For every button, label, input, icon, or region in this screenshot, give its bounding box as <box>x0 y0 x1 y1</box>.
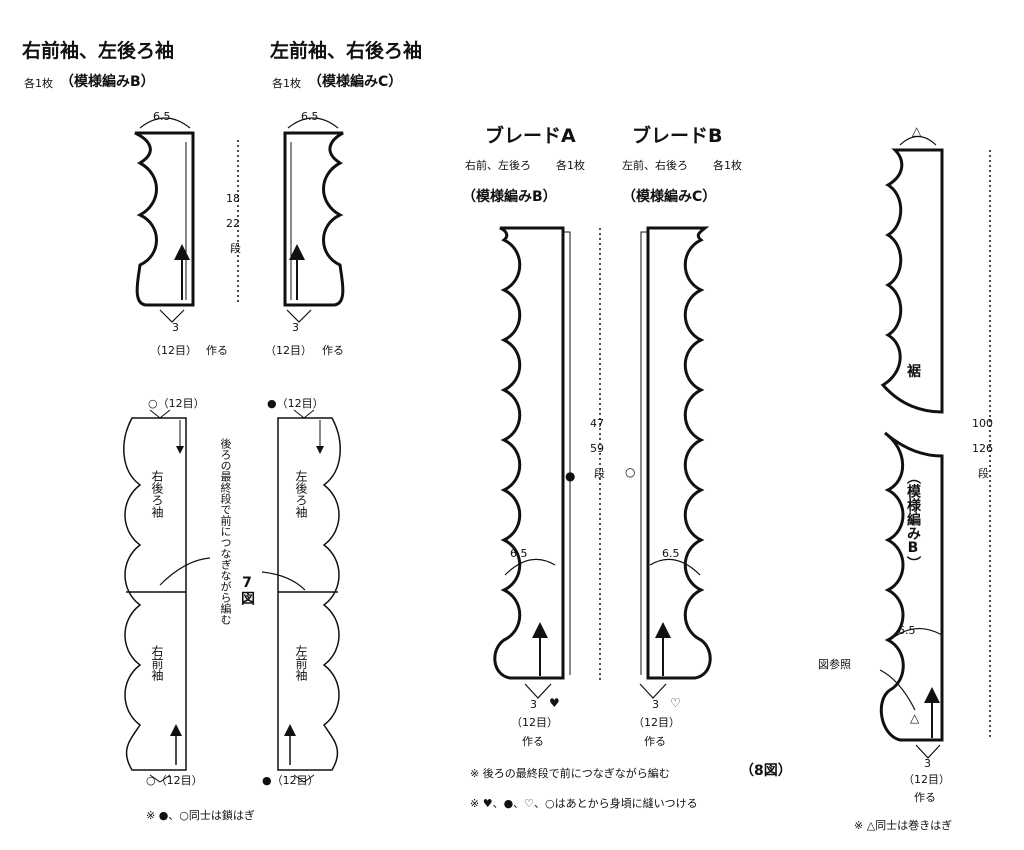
sleeve-c-start: 3 <box>292 321 299 334</box>
sleeve-b-start-rows: （12目） <box>150 344 197 357</box>
label-right-front-sleeve: 右前袖 <box>150 645 164 681</box>
join-arc-left <box>159 557 211 586</box>
braid-b-count: 各1枚 <box>713 159 742 172</box>
sleeve-length-alt: 22 <box>226 217 240 230</box>
assembly-left-shape <box>123 417 187 771</box>
fig-7: 7図 <box>239 575 255 605</box>
sleeve-b-width: 6.5 <box>153 110 171 123</box>
braid-b-heart: ♡ <box>670 696 681 710</box>
hem-triangle-top: △ <box>912 124 922 138</box>
braid-a-width: 6.5 <box>510 547 528 560</box>
hem-note: ※ △同士は巻きはぎ <box>854 819 953 832</box>
braid-b-start-rows: （12目） <box>633 716 680 729</box>
sleeve-b-make: 作る <box>206 344 228 357</box>
assembly-left-bracket-top <box>149 409 171 419</box>
join-bottom-filled: ●（12目） <box>262 774 319 787</box>
braid-b-width-bracket <box>649 558 701 576</box>
assembly-right-bracket-bottom <box>293 774 315 783</box>
braid-a-outline <box>563 231 571 675</box>
braid-a-start-rows: （12目） <box>511 716 558 729</box>
join-note: 後ろの最終段で前につなぎながら編む <box>219 438 232 625</box>
assembly-left-bracket-bottom <box>149 774 171 783</box>
join-arc-right <box>261 571 306 591</box>
braid-a-start-bracket <box>524 683 552 699</box>
sleeve-c-title: 左前袖、右後ろ袖 <box>270 40 423 62</box>
sleeve-c-shape <box>283 131 345 307</box>
braid-a-shape <box>493 226 565 680</box>
braid-note-2: ※ ♥、●、♡、○はあとから身頃に縫いつける <box>470 797 698 810</box>
sleeve-c-width-bracket <box>287 117 339 129</box>
label-right-back-sleeve: 右後ろ袖 <box>150 470 164 518</box>
braid-b-outline <box>640 231 648 675</box>
braid-length: 47 <box>590 417 604 430</box>
braid-length-unit: 段 <box>594 467 605 480</box>
hem-length-alt: 126 <box>972 442 993 455</box>
braid-b-start-bracket <box>639 683 667 699</box>
join-top-open: ○（12目） <box>148 397 205 410</box>
braid-a-width-bracket <box>504 558 556 576</box>
hem-start: 3 <box>924 757 931 770</box>
braid-b-pattern: （模様編みC） <box>622 189 717 205</box>
braid-b-title: ブレードB <box>632 125 723 147</box>
hem-length: 100 <box>972 417 993 430</box>
sleeve-note: ※ ●、○同士は鎖はぎ <box>146 809 255 822</box>
sleeve-c-count: 各1枚 <box>272 77 301 90</box>
assembly-right-bracket-top <box>293 409 315 419</box>
braid-a-heart: ♥ <box>549 696 560 710</box>
label-left-back-sleeve: 左後ろ袖 <box>294 470 308 518</box>
join-bottom-open: ○（12目） <box>146 774 203 787</box>
hem-ref: 図参照 <box>818 658 851 671</box>
hem-label: 裾 <box>907 364 921 380</box>
braid-note-1: ※ 後ろの最終段で前につなぎながら編む <box>470 767 670 780</box>
braid-b-dot-marker: ○ <box>625 465 636 479</box>
sleeve-c-width: 6.5 <box>301 110 319 123</box>
hem-triangle-bottom: △ <box>910 711 920 725</box>
sleeve-length: 18 <box>226 192 240 205</box>
sleeve-b-count: 各1枚 <box>24 77 53 90</box>
hem-bottom-shape <box>879 431 944 742</box>
hem-start-rows: （12目） <box>903 773 950 786</box>
hem-start-bracket <box>915 744 941 759</box>
sleeve-b-start-bracket <box>159 309 185 323</box>
braid-length-alt: 59 <box>590 442 604 455</box>
braid-b-start: 3 <box>652 698 659 711</box>
braid-a-title: ブレードA <box>485 125 576 147</box>
braid-a-parts: 右前、左後ろ <box>465 159 531 172</box>
hem-top-shape <box>880 148 944 414</box>
fig-8: （8図） <box>740 763 792 779</box>
sleeve-c-make: 作る <box>322 344 344 357</box>
braid-b-parts: 左前、右後ろ <box>622 159 688 172</box>
braid-a-pattern: （模様編みB） <box>462 189 557 205</box>
sleeve-b-pattern: （模様編みB） <box>60 74 155 90</box>
braid-b-make: 作る <box>644 735 666 748</box>
braid-a-count: 各1枚 <box>556 159 585 172</box>
hem-make: 作る <box>914 791 936 804</box>
braid-b-shape <box>646 226 712 680</box>
sleeve-c-start-bracket <box>286 309 312 323</box>
sleeve-b-title: 右前袖、左後ろ袖 <box>22 40 175 62</box>
hem-pattern: （模様編みB） <box>905 470 921 570</box>
hem-width-bracket <box>889 628 943 641</box>
assembly-right-shape <box>277 417 341 771</box>
sleeve-length-unit: 段 <box>230 242 241 255</box>
hem-width: 6.5 <box>898 624 916 637</box>
hem-length-unit: 段 <box>978 467 989 480</box>
sleeve-b-start: 3 <box>172 321 179 334</box>
braid-a-make: 作る <box>522 735 544 748</box>
join-top-filled: ●（12目） <box>267 397 324 410</box>
braid-a-start: 3 <box>530 698 537 711</box>
braid-b-width: 6.5 <box>662 547 680 560</box>
hem-ref-curve <box>879 669 916 711</box>
label-left-front-sleeve: 左前袖 <box>294 645 308 681</box>
hem-top-bracket <box>899 135 937 146</box>
sleeve-b-width-bracket <box>139 117 191 129</box>
braid-a-dot-marker: ● <box>565 469 576 483</box>
sleeve-b-shape <box>134 131 195 307</box>
sleeve-c-pattern: （模様編みC） <box>308 74 403 90</box>
sleeve-c-start-rows: （12目） <box>265 344 312 357</box>
